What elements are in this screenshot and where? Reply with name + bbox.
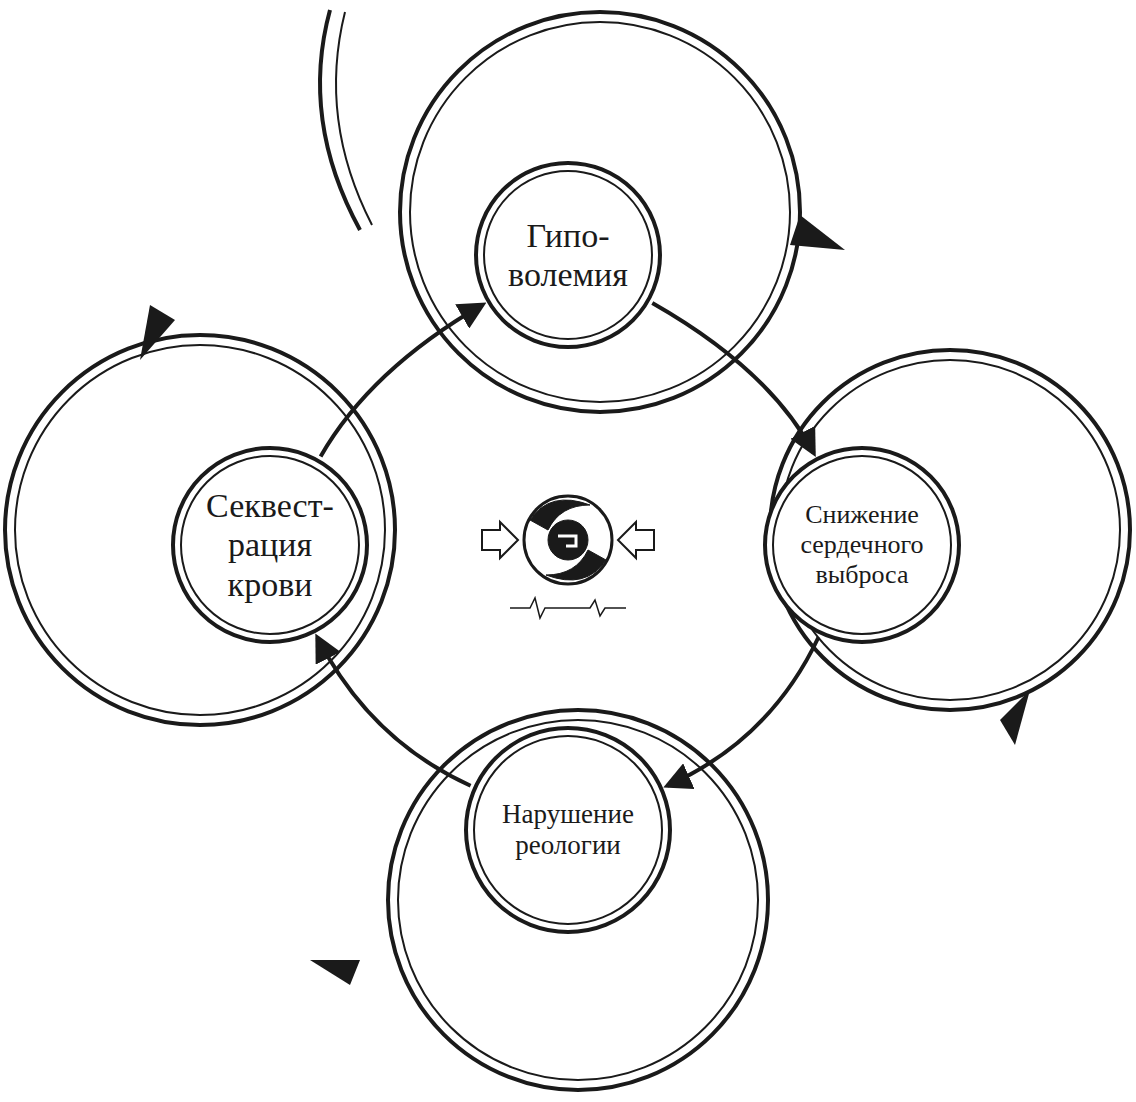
circle-outline [473,160,663,350]
node-label: Гипо- волемия [500,216,637,294]
circle-ring [773,456,951,634]
node-body: Гипо- волемия [473,160,663,350]
node-body: Секвест- рация крови [170,445,370,645]
wedge [1000,690,1030,745]
tail-arc [336,12,372,225]
outer-ring [770,350,1130,710]
wedge [140,305,175,360]
outer-ring [388,710,768,1090]
ecg-line [510,598,626,618]
node-label: Секвест- рация крови [198,486,342,603]
cycle-arrow [321,305,483,457]
circle-node: Нарушение реологии [463,725,673,935]
node-body: Нарушение реологии [463,725,673,935]
circle-ring [466,728,670,932]
wedge [790,215,845,250]
circle-node: Гипо- волемия [473,160,663,350]
tail-arc [320,10,360,230]
emblem-arrow [482,522,518,558]
outer-ring [400,12,800,412]
circle-ring [484,171,652,339]
node-label: Снижение сердечного выброса [790,500,934,590]
wedge [310,960,360,985]
cycle-arrow [317,638,470,786]
circle-ring [173,448,367,642]
cycle-arrow [652,303,813,453]
circle-ring [181,456,359,634]
circle-ring [474,736,662,924]
circle-ring [765,448,959,642]
node-body: Снижение сердечного выброса [762,445,962,645]
cycle-arrow [668,637,819,785]
emblem-ring [524,496,612,584]
circle-ring [476,163,660,347]
emblem-mark [558,536,576,546]
node-label: Нарушение реологии [493,799,644,861]
emblem-core [548,520,588,560]
circle-node: Снижение сердечного выброса [762,445,962,645]
circle-node: Секвест- рация крови [170,445,370,645]
outer-rings [5,10,1130,1090]
emblem-arrow [618,522,654,558]
outer-ring [410,22,790,402]
outer-ring [398,720,758,1080]
outer-ring [5,335,395,725]
center-emblem [482,496,654,618]
